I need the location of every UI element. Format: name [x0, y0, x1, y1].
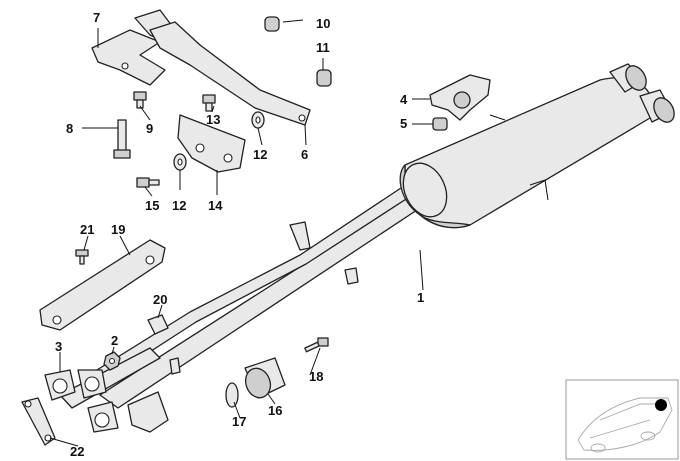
callout-21: 21 — [80, 222, 94, 237]
callout-15: 15 — [145, 198, 159, 213]
callout-labels: 7 10 11 4 5 13 8 9 12 6 15 12 14 21 19 2… — [55, 10, 424, 459]
gasket-part-3[interactable] — [44, 369, 119, 433]
washer-part-12-upper[interactable] — [251, 111, 265, 129]
callout-18: 18 — [309, 369, 323, 384]
callout-12-upper: 12 — [253, 147, 267, 162]
bracket-part-14[interactable] — [177, 114, 246, 173]
callout-22: 22 — [70, 444, 84, 459]
callout-20: 20 — [153, 292, 167, 307]
bolt-part-15[interactable] — [136, 177, 160, 188]
bolt-part-13[interactable] — [202, 94, 216, 112]
callout-4: 4 — [400, 92, 408, 107]
car-location-icon — [565, 379, 679, 460]
callout-1: 1 — [417, 290, 424, 305]
exhaust-location-marker — [655, 399, 667, 411]
bracket-part-6[interactable] — [149, 21, 311, 126]
rear-muffler[interactable] — [395, 62, 678, 229]
callout-2: 2 — [111, 333, 118, 348]
callout-17: 17 — [232, 414, 246, 429]
rubber-part-5[interactable] — [432, 117, 448, 131]
hanger-part-4[interactable] — [429, 74, 491, 121]
callout-3: 3 — [55, 339, 62, 354]
washer-part-12-lower[interactable] — [173, 153, 187, 171]
callout-9: 9 — [146, 121, 153, 136]
heat-shield-part-19[interactable] — [39, 239, 166, 331]
bolt-part-8[interactable] — [113, 119, 131, 159]
callout-10: 10 — [316, 16, 330, 31]
washer-part-17[interactable] — [225, 382, 239, 408]
leader-lines — [49, 19, 433, 447]
rubber-mount-part-11[interactable] — [316, 69, 332, 87]
callout-19: 19 — [111, 222, 125, 237]
callout-11: 11 — [316, 40, 330, 55]
damper-part-16[interactable] — [242, 357, 286, 401]
clip-part-20[interactable] — [147, 314, 169, 335]
callout-6: 6 — [301, 147, 308, 162]
nut-part-2[interactable] — [103, 351, 121, 371]
rubber-mount-part-10[interactable] — [264, 16, 280, 32]
callout-14: 14 — [208, 198, 223, 213]
callout-12-lower: 12 — [172, 198, 186, 213]
callout-7: 7 — [93, 10, 100, 25]
callout-8: 8 — [66, 121, 73, 136]
bolt-part-18[interactable] — [304, 337, 329, 353]
screw-part-21[interactable] — [75, 249, 89, 265]
callout-16: 16 — [268, 403, 282, 418]
callout-13: 13 — [206, 112, 220, 127]
callout-5: 5 — [400, 116, 407, 131]
exhaust-pipe-assembly[interactable] — [59, 181, 433, 409]
bolt-part-9[interactable] — [133, 91, 147, 109]
pipe-support-bracket — [127, 391, 169, 433]
